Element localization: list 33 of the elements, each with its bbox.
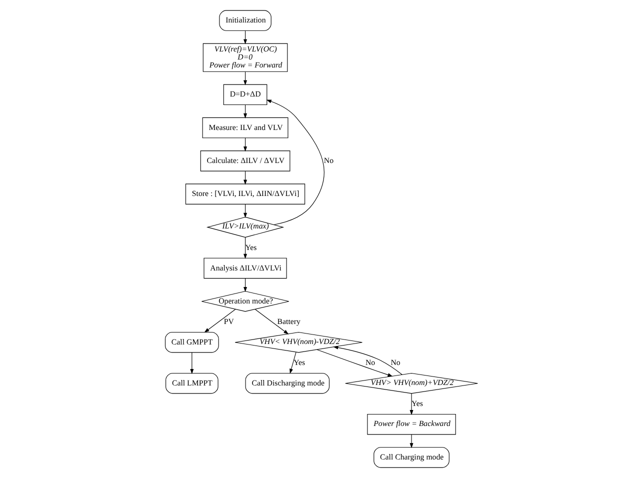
arrow	[289, 352, 296, 374]
node-box: Initialization	[218, 10, 271, 31]
node-box: Call Discharging mode	[244, 372, 330, 394]
node-diamond: ILV>ILV(max)	[206, 216, 284, 238]
edge-label: Yes	[293, 358, 305, 367]
arrow	[409, 434, 413, 448]
arrow	[332, 346, 402, 375]
arrow	[190, 352, 194, 374]
node-box: Call Charging mode	[373, 447, 449, 468]
node-box: Store : [VLVi, ILVi, ΔIIN/ΔVLVi]	[184, 184, 305, 204]
arrow	[316, 349, 392, 377]
edge-label: No	[323, 156, 334, 166]
arrow	[254, 308, 288, 334]
node-box: Power flow = Backward	[366, 414, 456, 435]
node-box: Calculate: ΔILV / ΔVLV	[200, 150, 290, 172]
arrow	[266, 100, 324, 225]
edge-label: PV	[223, 316, 234, 326]
arrow	[204, 308, 236, 333]
node-box: VLV(ref)=VLV(OC) D=0 Power flow = Forward	[202, 43, 288, 72]
node-box: D=D+ΔD	[222, 84, 267, 106]
node-box: Call GMPPT	[164, 332, 218, 353]
edge-label: Yes	[244, 242, 256, 252]
node-box: Measure: ILV and VLV	[202, 117, 288, 138]
arrow	[409, 393, 413, 416]
edge-label: No	[364, 358, 375, 367]
node-diamond: Operation mode?	[200, 290, 289, 312]
arrow	[243, 204, 247, 218]
node-box: Analysis ΔILV/ΔVLVi	[203, 258, 286, 279]
arrow	[243, 237, 247, 259]
node-diamond: VHV< VHV(nom)-VDZ/2	[234, 332, 362, 353]
edge-label: No	[390, 358, 400, 367]
edge-label: Battery	[276, 316, 300, 326]
node-box: Call LMPPT	[165, 372, 218, 394]
